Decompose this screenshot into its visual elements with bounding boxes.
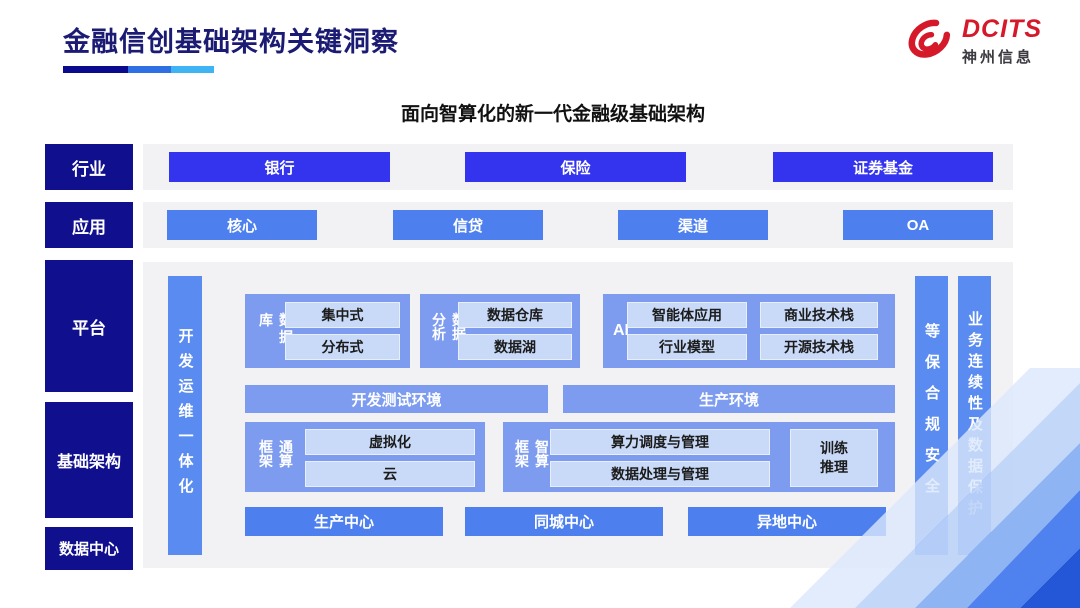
analytics-section: 数据分析 数据仓库 数据湖: [420, 294, 580, 368]
rail-label-industry: 行业: [45, 144, 133, 190]
underline-segment-dark: [63, 66, 128, 73]
logo-brand: DCITS: [962, 15, 1042, 43]
logo-text: DCITS 神州信息: [962, 17, 1042, 67]
security-bar-label: 等保合规安全: [923, 322, 940, 509]
diagram-title: 面向智算化的新一代金融级基础架构: [400, 104, 705, 125]
application-band: 核心 信贷 渠道 OA: [143, 202, 1013, 248]
general-compute-item-virtualization: 虚拟化: [305, 429, 475, 455]
general-compute-section: 通算框架 虚拟化 云: [245, 422, 485, 492]
center-remote: 异地中心: [688, 507, 886, 536]
general-compute-label: 通算框架: [258, 439, 294, 468]
analytics-item-lake: 数据湖: [458, 334, 572, 360]
platform-panel: 开发运维一体化 数据库 集中式 分布式 数据分析 数据仓库 数据湖 AI 智能体…: [143, 262, 1013, 568]
application-item-oa: OA: [843, 210, 993, 240]
general-compute-item-cloud: 云: [305, 461, 475, 487]
logo: DCITS 神州信息: [903, 16, 1042, 68]
center-samecity: 同城中心: [465, 507, 663, 536]
application-item-channel: 渠道: [618, 210, 768, 240]
logo-company: 神州信息: [962, 49, 1035, 66]
intelligent-compute-item-scheduling: 算力调度与管理: [550, 429, 770, 455]
analytics-item-warehouse: 数据仓库: [458, 302, 572, 328]
ai-section: AI 智能体应用 商业技术栈 行业模型 开源技术栈: [603, 294, 895, 368]
diagonal-stripes-decoration: [790, 368, 1080, 608]
application-item-credit: 信贷: [393, 210, 543, 240]
intelligent-compute-label: 智算框架: [514, 439, 550, 468]
industry-item-bank: 银行: [169, 152, 390, 182]
ai-item-industry-models: 行业模型: [627, 334, 747, 360]
center-production: 生产中心: [245, 507, 443, 536]
ai-item-agent-apps: 智能体应用: [627, 302, 747, 328]
industry-item-securities: 证券基金: [773, 152, 993, 182]
rail-label-application: 应用: [45, 202, 133, 248]
devops-vertical-bar: 开发运维一体化: [168, 276, 202, 555]
production-environment-bar: 生产环境: [563, 385, 895, 413]
ai-item-commercial-stack: 商业技术栈: [760, 302, 878, 328]
underline-segment-light: [171, 66, 214, 73]
intelligent-compute-section: 智算框架 算力调度与管理 数据处理与管理 训练 推理: [503, 422, 895, 492]
intelligent-compute-item-dataprocessing: 数据处理与管理: [550, 461, 770, 487]
industry-band: 银行 保险 证券基金: [143, 144, 1013, 190]
title-underline: [63, 66, 214, 73]
database-item-distributed: 分布式: [285, 334, 400, 360]
rail-label-platform: 平台: [45, 260, 133, 392]
devops-bar-label: 开发运维一体化: [176, 328, 194, 503]
ai-item-opensource-stack: 开源技术栈: [760, 334, 878, 360]
rail-label-datacenter: 数据中心: [45, 527, 133, 570]
industry-item-insurance: 保险: [465, 152, 686, 182]
page-title: 金融信创基础架构关键洞察: [63, 27, 399, 57]
underline-segment-mid: [128, 66, 171, 73]
database-item-centralized: 集中式: [285, 302, 400, 328]
dcits-swirl-icon: [908, 19, 951, 58]
application-item-core: 核心: [167, 210, 317, 240]
dev-test-environment-bar: 开发测试环境: [245, 385, 548, 413]
ai-section-label: AI: [613, 322, 629, 339]
database-section: 数据库 集中式 分布式: [245, 294, 410, 368]
intelligent-compute-item-training-inference: 训练 推理: [790, 429, 878, 487]
rail-label-infrastructure: 基础架构: [45, 402, 133, 518]
